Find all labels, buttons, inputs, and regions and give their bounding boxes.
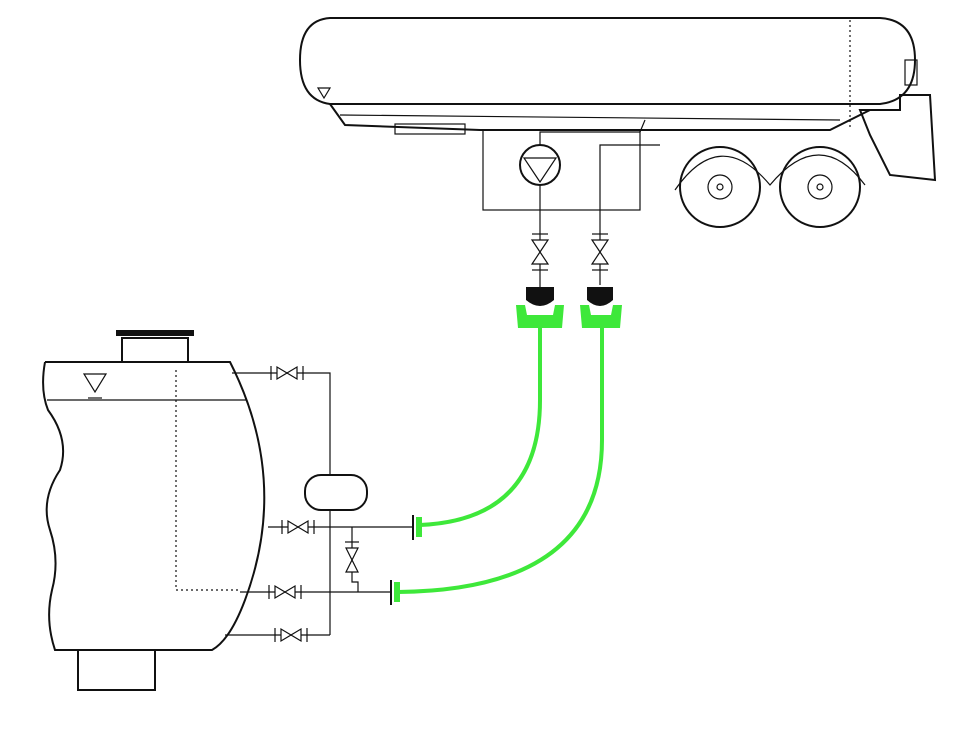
hose-flange <box>394 582 400 602</box>
tank-bottom-nozzle <box>78 650 155 690</box>
tank-shell <box>43 362 264 650</box>
tank-piping <box>225 366 413 642</box>
vapor-separator-vessel <box>305 475 367 510</box>
manhole-flange <box>116 330 194 336</box>
vapor-hose[interactable] <box>398 328 602 592</box>
hose-flange <box>416 517 422 537</box>
hose-fitting <box>580 305 622 328</box>
vapor-return-pipe <box>600 145 660 285</box>
tanker-truck <box>300 18 935 285</box>
trailer-rear-structure <box>860 95 935 180</box>
wheel <box>780 147 860 227</box>
pump-icon <box>520 145 560 185</box>
coupling-icon <box>526 287 554 306</box>
tanker-underside-rail <box>340 115 840 120</box>
tank-manhole <box>122 338 188 362</box>
hose-fitting <box>516 305 564 328</box>
coupling-icon <box>587 287 613 306</box>
valve-icon[interactable] <box>532 234 548 270</box>
wheel <box>680 147 760 227</box>
level-triangle-icon <box>84 374 106 392</box>
equipment-frame <box>483 130 640 210</box>
truck-discharge-lines <box>516 185 622 328</box>
internal-dip-pipe <box>176 370 240 590</box>
valve-icon[interactable] <box>592 234 608 270</box>
liquid-hose[interactable] <box>420 328 540 525</box>
level-triangle-icon <box>318 88 330 98</box>
tanker-outlet-pipe <box>540 120 645 145</box>
storage-tank <box>43 330 264 690</box>
wheel-arch <box>675 155 865 190</box>
tanker-body <box>300 18 915 104</box>
